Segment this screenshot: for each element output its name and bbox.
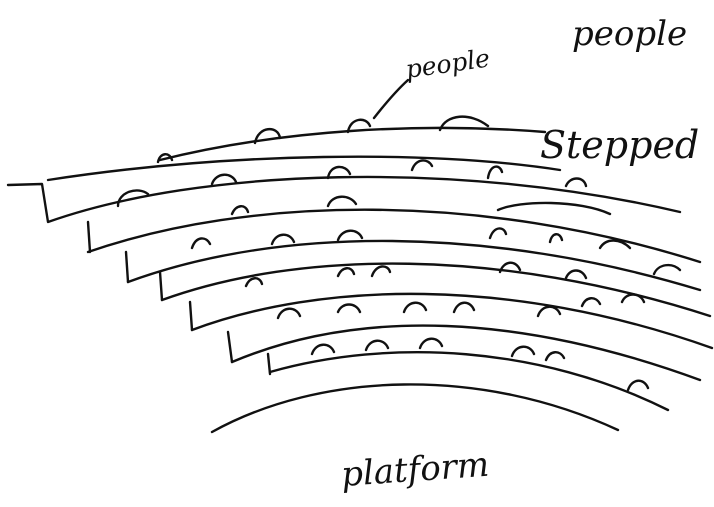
person-mark [326,165,352,180]
step-row-8 [268,351,670,412]
person-mark [336,303,362,314]
person-mark [548,233,564,244]
person-mark [564,269,588,280]
stepped-label: Stepped [540,123,699,167]
person-mark [156,153,174,164]
pointer-line [372,78,410,120]
person-mark [544,351,566,362]
person-mark [336,267,356,278]
step-row-8-riser [266,352,272,376]
people-label-pointer: people [404,43,492,83]
step-row-5-riser [158,270,164,302]
platform-label: platform [340,445,491,495]
person-mark [190,237,212,250]
person-mark [336,229,364,242]
person-mark [652,263,682,276]
step-row-4-riser [124,250,130,284]
step-row-3-riser [86,220,92,254]
person-mark [116,189,150,208]
step-row-4 [126,239,702,292]
person-mark [230,205,250,216]
person-mark [276,307,302,320]
person-mark [438,115,490,132]
step-row-6-riser [188,300,194,332]
person-mark [326,195,358,208]
person-mark [410,159,434,172]
step-row-7-riser [226,330,234,364]
person-mark [452,301,476,314]
person-mark [346,118,372,134]
person-mark [626,379,650,392]
person-mark [418,337,444,350]
top-row-line [158,126,547,162]
step-row-2 [46,155,562,182]
person-mark [536,305,562,318]
person-mark [253,128,282,145]
step-row-6 [190,292,714,350]
person-mark [498,261,522,274]
person-mark [210,173,238,186]
platform-arc [210,383,620,434]
person-mark [620,293,646,304]
step-row-5 [160,262,712,318]
person-mark [580,297,602,308]
step-row-7 [230,324,702,382]
person-mark [488,227,508,240]
people-label-top: people [572,14,687,54]
person-mark [510,345,536,358]
stepped-rows [6,155,714,412]
person-mark [486,165,504,180]
person-mark [270,233,296,246]
person-mark [244,277,264,288]
step-row-1 [6,175,682,224]
person-mark [310,343,336,356]
person-mark [402,301,428,314]
people-marks [116,115,682,392]
person-mark [496,201,612,216]
step-row-3 [86,208,702,264]
person-mark [564,177,588,188]
person-mark [598,239,632,250]
person-mark [370,265,392,278]
person-mark [364,339,390,352]
